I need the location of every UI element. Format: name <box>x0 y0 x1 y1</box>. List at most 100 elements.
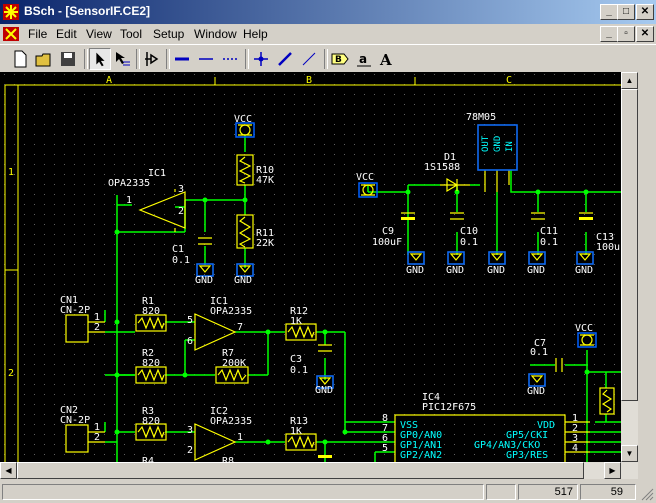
ic2-pin1: 1 <box>237 432 243 443</box>
gnd-label-9: GND <box>527 386 545 397</box>
ic4-vdd: VDD <box>537 420 555 431</box>
resize-grip-icon[interactable] <box>640 487 654 501</box>
c7-value: 0.1 <box>530 347 548 358</box>
junctions <box>114 189 590 445</box>
vcc-label-2: VCC <box>356 172 374 183</box>
menu-file[interactable]: File <box>28 27 48 41</box>
select-arrow-icon[interactable] <box>89 48 111 70</box>
gnd-label-7: GND <box>527 265 545 276</box>
ic1b-pin5: 5 <box>187 315 193 326</box>
bus-icon[interactable] <box>171 48 193 70</box>
ic4-pin-names: VSS GP0/AN0 GP1/AN1 GP2/AN2 VDD GP5/CKI … <box>400 135 555 461</box>
ic4-gp1: GP1/AN1 <box>400 440 442 451</box>
wire-icon[interactable] <box>195 48 217 70</box>
c11-ref: C11 <box>540 226 558 237</box>
junction-icon[interactable] <box>250 48 272 70</box>
minimize-button[interactable]: _ <box>600 4 618 20</box>
document-icon[interactable] <box>3 27 19 41</box>
child-close-button[interactable]: ✕ <box>636 26 654 42</box>
ic4-pin5: 5 <box>382 443 388 454</box>
c3-value: 0.1 <box>290 365 308 376</box>
menu-setup[interactable]: Setup <box>153 27 185 41</box>
scroll-up-icon[interactable]: ▲ <box>621 72 638 89</box>
vertical-scroll-thumb[interactable] <box>621 89 638 401</box>
save-icon[interactable] <box>57 48 79 70</box>
r13-ref: R13 <box>290 416 308 427</box>
scroll-right-icon[interactable]: ▶ <box>604 462 621 479</box>
r10-value: 47K <box>256 175 274 186</box>
r1-ref: R1 <box>142 296 154 307</box>
col-label-b: B <box>306 75 312 86</box>
label-icon[interactable]: a <box>353 48 375 70</box>
vertical-scrollbar[interactable]: ▲ ▼ <box>621 72 638 462</box>
r2-ref: R2 <box>142 348 154 359</box>
reg-pin-out: OUT <box>481 135 491 152</box>
menu-window[interactable]: Window <box>194 27 237 41</box>
r3-value: 820 <box>142 416 160 427</box>
horizontal-scrollbar[interactable]: ◀ ▶ <box>0 462 638 479</box>
c1-value: 0.1 <box>172 255 190 266</box>
entry-wire-icon[interactable] <box>274 48 296 70</box>
ic4-pin1: 1 <box>572 413 578 424</box>
gnd-label-6: GND <box>487 265 505 276</box>
open-icon[interactable] <box>33 48 55 70</box>
r8-ref: R8 <box>222 456 234 462</box>
child-minimize-button[interactable]: _ <box>600 26 618 42</box>
ic4-pin6: 6 <box>382 433 388 444</box>
ic1a-pin2: 2 <box>178 206 184 217</box>
cn1-type: CN-2P <box>60 305 90 316</box>
ic4-type: PIC12F675 <box>422 402 476 413</box>
new-icon[interactable] <box>9 48 31 70</box>
ic4-gp2: GP2/AN2 <box>400 450 442 461</box>
dash-line-icon[interactable] <box>219 48 241 70</box>
menu-help[interactable]: Help <box>243 27 268 41</box>
r12-value: 1K <box>290 316 302 327</box>
schematic-drawing[interactable]: A B C 1 2 <box>0 72 638 462</box>
c11-value: 0.1 <box>540 237 558 248</box>
menu-edit[interactable]: Edit <box>56 27 77 41</box>
ic4-pin2: 2 <box>572 423 578 434</box>
c1-ref: C1 <box>172 244 184 255</box>
comment-icon[interactable]: A <box>376 48 398 70</box>
drag-select-icon[interactable] <box>111 48 133 70</box>
scroll-left-icon[interactable]: ◀ <box>0 462 17 479</box>
r2-value: 820 <box>142 358 160 369</box>
drawing-frame <box>4 77 638 462</box>
maximize-button[interactable]: □ <box>617 4 635 20</box>
r7-ref: R7 <box>222 348 234 359</box>
close-button[interactable]: ✕ <box>636 4 654 20</box>
gnd-label-8: GND <box>575 265 593 276</box>
scroll-down-icon[interactable]: ▼ <box>621 445 638 462</box>
reg-pin-gnd: GND <box>493 136 503 152</box>
svg-text:B: B <box>335 55 342 65</box>
vcc-label-1: VCC <box>234 114 252 125</box>
entry-bus-icon[interactable] <box>298 48 320 70</box>
app-icon[interactable] <box>3 4 19 20</box>
title-bar: BSch - [SensorIF.CE2] _ □ ✕ <box>0 0 656 24</box>
gnd-label-5: GND <box>446 265 464 276</box>
col-label-c: C <box>506 75 512 86</box>
cn2-ref: CN2 <box>60 405 78 416</box>
c3-ref: C3 <box>290 354 302 365</box>
horizontal-scroll-thumb[interactable] <box>17 462 584 479</box>
ic2-ref: IC2 <box>210 406 228 417</box>
status-y-coord: 59 <box>580 484 636 500</box>
svg-text:A: A <box>379 51 392 69</box>
child-restore-button[interactable]: ▫ <box>617 26 635 42</box>
r10-ref: R10 <box>256 165 274 176</box>
component-icon[interactable] <box>141 48 163 70</box>
svg-text:a: a <box>359 52 367 66</box>
d1-type: 1S1588 <box>424 162 460 173</box>
d1-ref: D1 <box>444 152 456 163</box>
tag-icon[interactable]: B <box>329 48 351 70</box>
schematic-canvas[interactable]: A B C 1 2 <box>0 72 638 462</box>
cn1-pin2: 2 <box>94 322 100 333</box>
window-right-border <box>638 72 656 481</box>
row-label-1: 1 <box>8 167 14 178</box>
menu-view[interactable]: View <box>86 27 112 41</box>
ic2-type: OPA2335 <box>210 416 252 427</box>
menu-tool[interactable]: Tool <box>120 27 143 41</box>
r4-ref: R4 <box>142 456 154 462</box>
ic4-pin8: 8 <box>382 413 388 424</box>
status-panel-blank <box>486 484 516 500</box>
